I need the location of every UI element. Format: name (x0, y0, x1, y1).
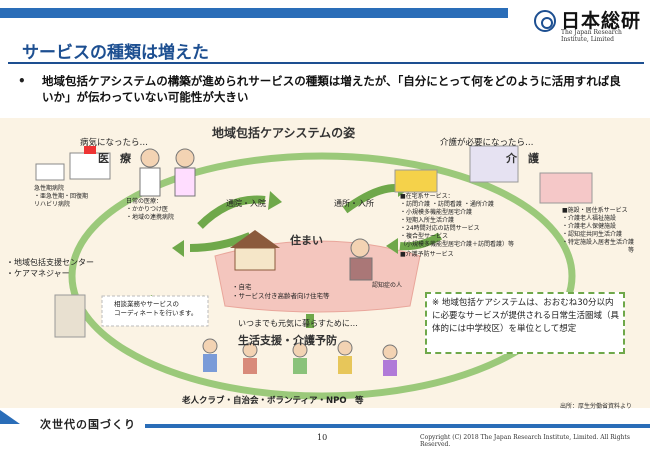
hospital-line: ・亜急性期・回復期 (34, 193, 89, 200)
nurse-head (175, 148, 195, 168)
note-box (425, 292, 625, 354)
facility-line: ■施設・居住系サービス (562, 207, 628, 214)
daily-line: ・かかりつけ医 (126, 206, 169, 213)
facility-line: ・認知症共同生活介護 (562, 231, 623, 238)
note-text: ※ 地域包括ケアシステムは、おおむね30分以内に必要なサービスが提供される日常生… (432, 298, 620, 334)
home-line: ・自宅 (232, 283, 252, 291)
diagram-title: 地域包括ケアシステムの姿 (212, 126, 356, 140)
house-roof (230, 230, 280, 248)
nurse-body (174, 167, 196, 197)
arrow-label-facility: 通所・入所 (334, 199, 374, 208)
home-service-line: ・短期入所生活介護 (400, 217, 455, 224)
house-body (234, 247, 276, 271)
dementia-label: 認知症の人 (372, 282, 403, 289)
home-list: ・自宅 ・サービス付き高齢者向け住宅等 (232, 283, 330, 301)
home-line: ・サービス付き高齢者向け住宅等 (232, 292, 330, 300)
hospital-line: リハビリ病院 (34, 201, 71, 208)
arrow-head-medical (268, 191, 282, 210)
ambulance (35, 163, 65, 181)
footer-accent (0, 410, 20, 424)
arrow-from-care (399, 232, 443, 251)
footer-slogan: 次世代の国づくり (40, 418, 136, 431)
consult-box (101, 295, 209, 327)
person-body-4 (338, 356, 352, 374)
hospital-building (69, 152, 111, 180)
life-prompt: いつまでも元気に暮らすために… (238, 319, 358, 328)
hospital-line: 急性期病院 (34, 185, 65, 192)
support-item: ・地域包括支援センター (6, 258, 94, 267)
copyright: Copyright (C) 2018 The Japan Research In… (420, 434, 630, 448)
title-divider (8, 62, 644, 64)
daily-line: 日常の医療： (126, 198, 163, 205)
daily-line: ・地域の連携病院 (126, 214, 175, 221)
facility-service-list: ■施設・居住系サービス ・介護老人福祉施設 ・介護老人保健施設 ・認知症共同生活… (562, 207, 634, 255)
elder-head (350, 238, 370, 258)
consult-line: 相談業務やサービスの (114, 300, 179, 308)
arrow-head-home-left (172, 240, 184, 257)
elder-body (349, 257, 373, 281)
doctor-head (140, 148, 160, 168)
cycle-ring (68, 152, 576, 400)
care-room (539, 172, 593, 204)
daily-care-list: 日常の医療： ・かかりつけ医 ・地域の連携病院 (126, 198, 174, 222)
community-groups: 老人クラブ・自治会・ボランティア・NPO 等 (182, 396, 364, 406)
person-head-1 (202, 338, 218, 354)
medical-label: 医 療 (98, 152, 131, 165)
home-service-line: ・24時間対応の訪問サービス (400, 225, 480, 232)
facility-line: ・介護老人保健施設 (562, 223, 617, 230)
footer-bar (145, 424, 650, 428)
home-service-line: ・複合型サービス (400, 233, 449, 240)
hospital-list: 急性期病院 ・亜急性期・回復期 リハビリ病院 (34, 185, 88, 209)
person-head-3 (292, 342, 308, 358)
doctor-body (139, 167, 161, 197)
person-body-3 (293, 358, 307, 374)
facility-line: ・介護老人福祉施設 (562, 215, 617, 222)
support-item: ・ケアマネジャー (6, 269, 70, 278)
support-center-building (54, 294, 86, 338)
person-body-2 (243, 358, 257, 374)
arrow-to-medical (197, 195, 266, 229)
consult-text: 相談業務やサービスの コーディネートを行います。 (114, 300, 197, 318)
home-service-line: ■在宅系サービス： (400, 193, 454, 200)
bullet-marker: • (18, 74, 26, 88)
source-label: 出所：厚生労働省資料より (560, 403, 632, 410)
facility-line: ・特定施設入居者生活介護 (562, 239, 635, 246)
arrow-label-hospital: 通院・入院 (226, 199, 266, 208)
home-label: 住まい (290, 234, 323, 247)
left-support-list: ・地域包括支援センター ・ケアマネジャー (6, 257, 94, 279)
header-bar (0, 8, 508, 18)
person-head-5 (382, 344, 398, 360)
care-prompt: 介護が必要になったら… (440, 138, 534, 148)
consult-line: コーディネートを行います。 (114, 309, 198, 317)
home-service-line: （小規模多機能型居宅介護＋訪問看護）等 (400, 241, 515, 248)
care-van (394, 169, 438, 193)
diagram-graphics (35, 145, 593, 400)
arrow-head-home-right (386, 238, 398, 254)
page-number: 10 (317, 433, 328, 442)
hospital-sign (84, 146, 96, 154)
care-label: 介 護 (506, 152, 539, 165)
home-service-list: ■在宅系サービス： ・訪問介護 ・訪問看護 ・通所介護 ・小規模多機能型居宅介護… (400, 193, 514, 259)
facility-line: 等 (628, 247, 635, 254)
life-label: 生活支援・介護予防 (238, 334, 337, 347)
prevention-service: ■介護予防サービス (400, 251, 454, 258)
medical-prompt: 病気になったら… (80, 138, 149, 148)
logo-icon (534, 10, 556, 32)
home-service-line: ・訪問介護 ・訪問看護 ・通所介護 (400, 201, 494, 208)
logo-name: 日本総研 (561, 10, 642, 32)
bullet-text: 地域包括ケアシステムの構築が進められサービスの種類は増えたが、「自分にとって何を… (42, 74, 621, 104)
care-facility (469, 145, 519, 183)
person-body-1 (203, 354, 217, 372)
page-title: サービスの種類は増えた (22, 43, 209, 63)
logo-subtitle: The Japan Research Institute, Limited (561, 29, 622, 43)
home-service-line: ・小規模多機能型居宅介護 (400, 209, 473, 216)
person-body-5 (383, 360, 397, 376)
person-head-2 (242, 342, 258, 358)
person-head-4 (337, 340, 353, 356)
arrow-to-care (342, 184, 396, 214)
